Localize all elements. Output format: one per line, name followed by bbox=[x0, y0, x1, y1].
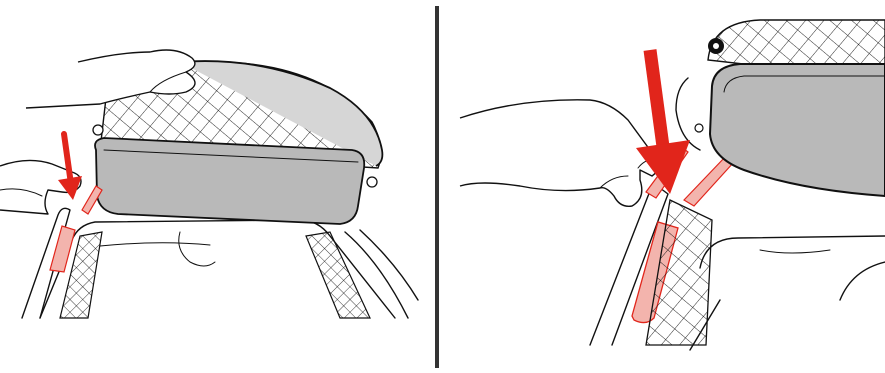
right-hand bbox=[460, 100, 658, 206]
seat-frame-right bbox=[700, 236, 885, 268]
bag-closeup bbox=[676, 20, 885, 196]
right-panel bbox=[460, 20, 885, 350]
highlighted-clip bbox=[50, 226, 75, 272]
bag-buckle bbox=[93, 125, 103, 135]
left-panel bbox=[0, 50, 418, 318]
bag-front-pocket bbox=[95, 138, 364, 224]
bag-pocket-closeup bbox=[710, 64, 885, 196]
clip-strip-lower bbox=[684, 156, 734, 206]
